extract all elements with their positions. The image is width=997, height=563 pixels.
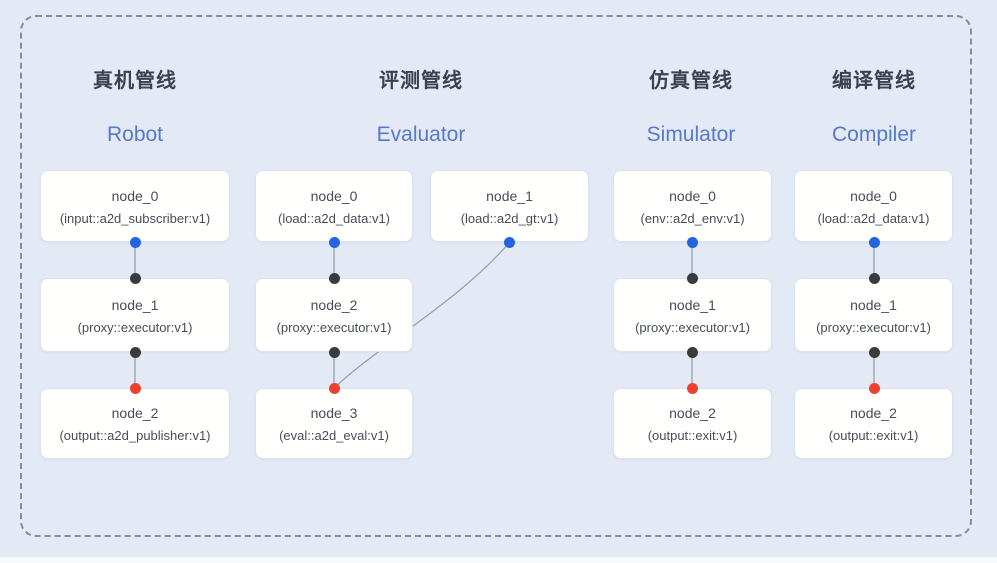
input-port-dot-red [868,382,880,394]
input-port-dot-red [686,382,698,394]
node-evaluator-0: node_0 (load::a2d_data:v1) [255,170,413,242]
node-type: (output::exit:v1) [828,428,919,443]
pipeline-title-zh-compiler: 编译管线 [832,70,916,92]
node-name: node_1 [850,296,897,313]
edge-eval-1-3-curve [333,242,510,389]
input-port-dot-black [686,272,698,284]
node-name: node_1 [486,187,533,204]
node-compiler-0: node_0 (load::a2d_data:v1) [794,170,953,242]
input-port-dot-black [129,272,141,284]
node-robot-0: node_0 (input::a2d_subscriber:v1) [40,170,230,242]
node-type: (env::a2d_env:v1) [640,210,745,226]
node-type: (proxy::executor:v1) [276,319,392,335]
node-name: node_2 [669,405,716,421]
pipeline-title-en-compiler: Compiler [831,123,917,146]
node-type: (load::a2d_data:v1) [817,210,930,226]
node-compiler-1: node_1 (proxy::executor:v1) [794,278,953,352]
node-robot-1: node_1 (proxy::executor:v1) [40,278,230,352]
node-type: (output::exit:v1) [647,428,738,443]
output-port-dot-black [686,346,698,358]
node-type: (proxy::executor:v1) [77,319,193,335]
output-port-dot-black [129,346,141,358]
output-port-dot-black [328,346,340,358]
node-compiler-2: node_2 (output::exit:v1) [794,388,953,459]
output-port-dot-blue [129,236,141,248]
node-name: node_1 [111,296,159,313]
node-type: (load::a2d_gt:v1) [460,210,559,226]
node-name: node_2 [111,405,159,421]
node-simulator-2: node_2 (output::exit:v1) [613,388,772,459]
node-name: node_0 [850,187,897,204]
node-type: (proxy::executor:v1) [816,319,931,335]
node-robot-2: node_2 (output::a2d_publisher:v1) [40,388,230,459]
pipeline-title-en-simulator: Simulator [646,123,736,146]
output-port-dot-blue [868,236,880,248]
node-simulator-0: node_0 (env::a2d_env:v1) [613,170,772,242]
node-evaluator-3: node_3 (eval::a2d_eval:v1) [255,388,413,459]
input-port-dot-red [328,382,340,394]
dashed-border-frame [20,15,972,537]
node-type: (output::a2d_publisher:v1) [59,428,211,443]
input-port-dot-black [868,272,880,284]
pipeline-title-zh-simulator: 仿真管线 [649,70,733,92]
node-name: node_0 [310,187,358,204]
page-bottom-edge [0,557,997,563]
pipeline-title-zh-evaluator: 评测管线 [379,70,463,92]
input-port-dot-black [328,272,340,284]
node-evaluator-2: node_2 (proxy::executor:v1) [255,278,413,352]
node-name: node_2 [310,296,358,313]
output-port-dot-blue [686,236,698,248]
node-name: node_1 [669,296,716,313]
node-name: node_3 [310,405,358,421]
node-name: node_2 [850,405,897,421]
node-name: node_0 [669,187,716,204]
node-evaluator-1: node_1 (load::a2d_gt:v1) [430,170,589,242]
output-port-dot-blue [328,236,340,248]
output-port-dot-black [868,346,880,358]
pipeline-title-zh-robot: 真机管线 [93,70,177,92]
node-type: (eval::a2d_eval:v1) [279,428,389,443]
input-port-dot-red [129,382,141,394]
node-type: (proxy::executor:v1) [635,319,750,335]
output-port-dot-blue [503,236,515,248]
pipeline-title-en-evaluator: Evaluator [376,123,466,146]
node-type: (input::a2d_subscriber:v1) [59,210,211,226]
pipeline-title-en-robot: Robot [106,123,164,146]
node-simulator-1: node_1 (proxy::executor:v1) [613,278,772,352]
node-name: node_0 [111,187,159,204]
node-type: (load::a2d_data:v1) [277,210,391,226]
